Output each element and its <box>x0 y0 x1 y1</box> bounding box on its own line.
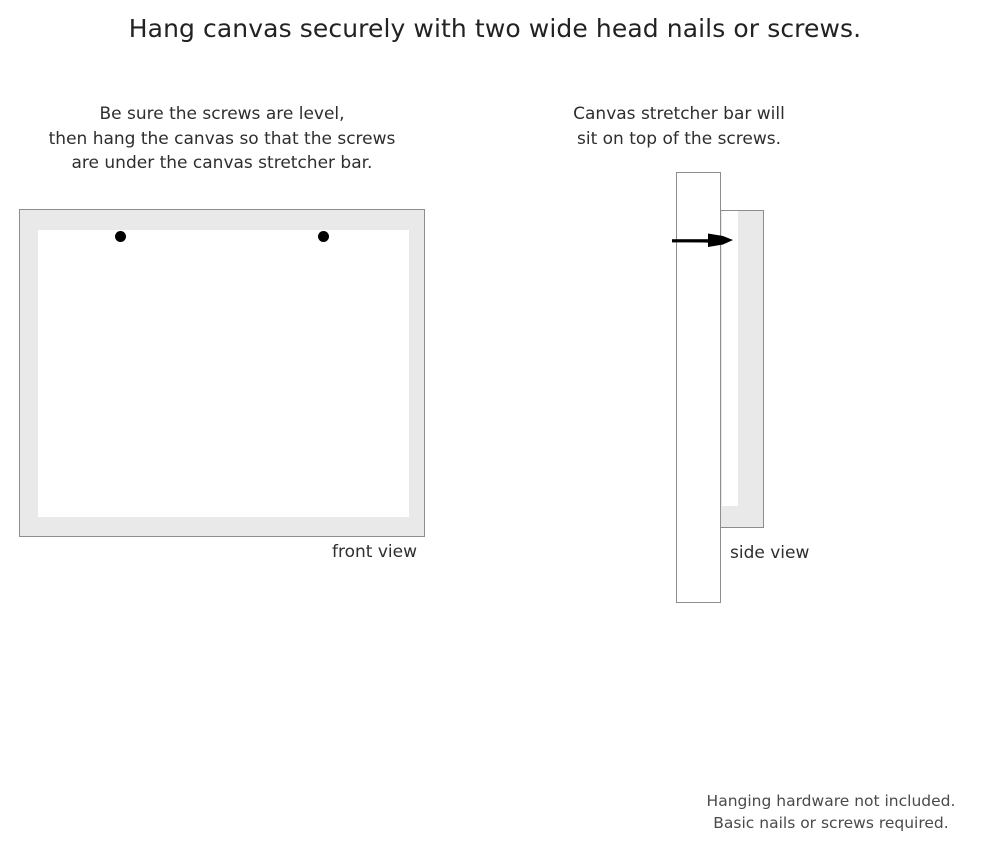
nail-icon <box>672 233 733 247</box>
side-view-label: side view <box>730 543 810 563</box>
screw-dot-left-icon <box>115 231 126 242</box>
front-view-diagram <box>19 209 425 537</box>
front-view-label: front view <box>332 542 417 562</box>
front-view-caption: Be sure the screws are level, then hang … <box>18 102 426 176</box>
front-view-caption-line-3: are under the canvas stretcher bar. <box>71 153 373 173</box>
front-view-caption-line-1: Be sure the screws are level, <box>99 104 345 124</box>
side-view-caption: Canvas stretcher bar will sit on top of … <box>548 102 810 151</box>
side-view-caption-line-2: sit on top of the screws. <box>576 128 782 149</box>
footer-note-line-1: Hanging hardware not included. <box>706 792 956 810</box>
footer-note: Hanging hardware not included. Basic nai… <box>690 790 972 834</box>
side-canvas-face <box>722 211 738 506</box>
screw-dot-right-icon <box>318 231 329 242</box>
canvas-frame-inner <box>38 230 409 517</box>
side-view-caption-line-1: Canvas stretcher bar will <box>573 104 785 124</box>
page-title: Hang canvas securely with two wide head … <box>128 14 862 43</box>
side-view-diagram <box>660 160 790 620</box>
front-view-caption-line-2: then hang the canvas so that the screws <box>48 128 396 149</box>
footer-note-line-2: Basic nails or screws required. <box>713 814 949 832</box>
